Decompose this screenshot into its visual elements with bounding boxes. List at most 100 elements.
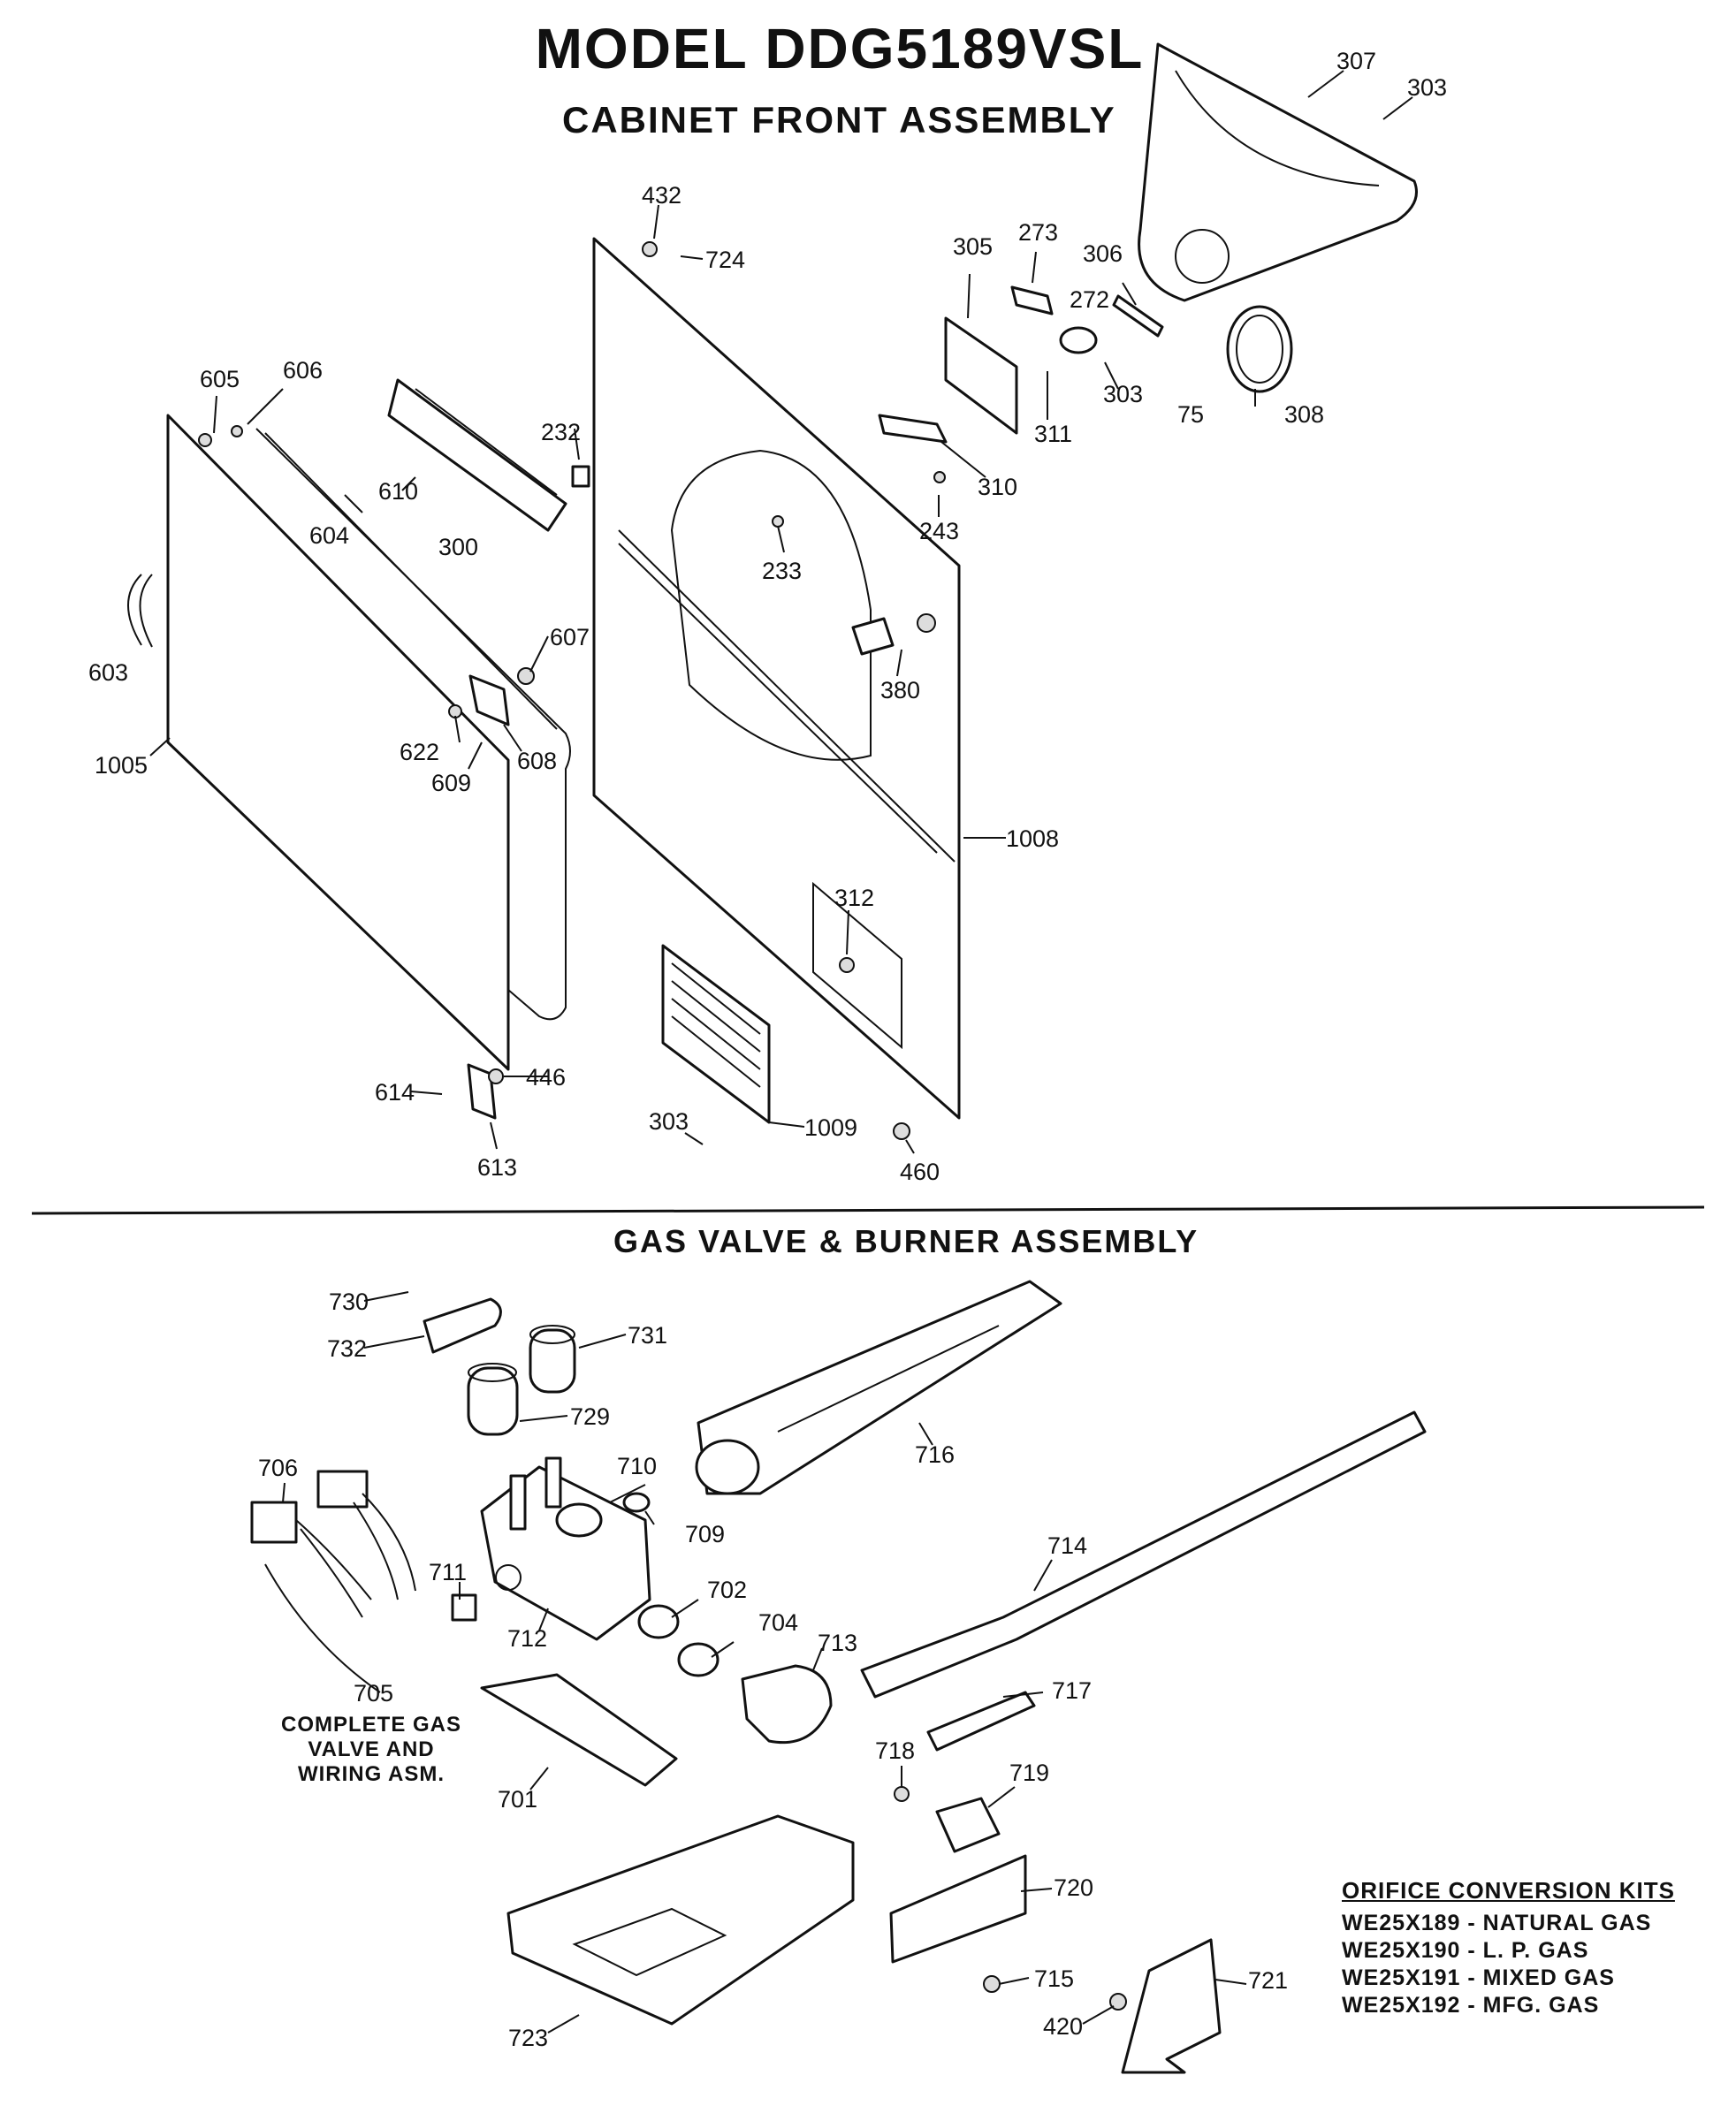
model-title: MODEL DDG5189VSL <box>535 17 1145 80</box>
valve-fittings <box>451 1492 1127 2011</box>
callout-233: 233 <box>762 558 802 584</box>
gas-leader-lines <box>264 1291 1247 2034</box>
gas-valve-title: GAS VALVE & BURNER ASSEMBLY <box>613 1223 1199 1259</box>
burner <box>695 1280 1062 1495</box>
callout-732: 732 <box>327 1335 367 1362</box>
callout-310: 310 <box>978 474 1017 500</box>
kit-item: WE25X189 - NATURAL GAS <box>1342 1911 1652 1935</box>
callout-712: 712 <box>507 1625 547 1652</box>
callout-716: 716 <box>915 1441 955 1468</box>
callout-1008: 1008 <box>1006 825 1059 852</box>
bracket <box>1112 294 1164 338</box>
toe-grille <box>661 944 771 1124</box>
door-switch <box>1010 285 1054 315</box>
callout-717: 717 <box>1052 1677 1092 1704</box>
fasteners <box>198 241 946 1140</box>
door-panel <box>127 414 571 1071</box>
callout-608: 608 <box>517 748 557 774</box>
callout-622: 622 <box>400 739 439 765</box>
callout-273: 273 <box>1018 219 1058 246</box>
callout-312: 312 <box>834 885 874 911</box>
callout-311: 311 <box>1034 421 1072 447</box>
callout-613: 613 <box>477 1154 517 1181</box>
valve-coils <box>467 1325 576 1436</box>
note-line-1: COMPLETE GAS <box>280 1713 461 1737</box>
manifold-pipe <box>860 1410 1427 1699</box>
duct-seal <box>1226 305 1293 393</box>
heat-shield <box>1121 1938 1222 2074</box>
callout-711: 711 <box>429 1559 467 1585</box>
callout-605: 605 <box>200 366 240 392</box>
callout-380: 380 <box>880 677 920 703</box>
callout-303c: 303 <box>649 1108 689 1135</box>
callout-704: 704 <box>758 1609 798 1636</box>
kit-item: WE25X190 - L. P. GAS <box>1342 1938 1589 1963</box>
igniter <box>926 1691 1036 1752</box>
callout-232: 232 <box>541 419 581 445</box>
callout-305: 305 <box>953 233 993 260</box>
callout-723: 723 <box>508 2025 548 2051</box>
cover-plate <box>944 316 1018 435</box>
callout-718: 718 <box>875 1737 915 1764</box>
callout-432: 432 <box>642 182 681 209</box>
callout-715: 715 <box>1034 1965 1074 1992</box>
cabinet-front-title: CABINET FRONT ASSEMBLY <box>562 99 1116 141</box>
air-duct <box>1138 42 1418 302</box>
callout-710: 710 <box>617 1453 657 1479</box>
callout-603: 603 <box>88 659 128 686</box>
callout-714: 714 <box>1047 1532 1087 1559</box>
wiring-harness <box>250 1470 416 1618</box>
light-strip <box>878 414 948 444</box>
burner-base <box>506 1814 855 2026</box>
thermostat <box>1059 326 1098 354</box>
kit-item: WE25X192 - MFG. GAS <box>1342 1993 1600 2018</box>
callout-705: 705 <box>354 1680 393 1707</box>
callout-272: 272 <box>1070 286 1109 313</box>
sensor-bracket <box>889 1854 1027 1964</box>
orifice-kits-title: ORIFICE CONVERSION KITS <box>1342 1877 1675 1904</box>
callout-729: 729 <box>570 1403 610 1430</box>
callout-702: 702 <box>707 1577 747 1603</box>
callout-308: 308 <box>1284 401 1324 428</box>
callout-75: 75 <box>1177 401 1204 428</box>
orifice-kits-box: ORIFICE CONVERSION KITS WE25X189 - NATUR… <box>1342 1877 1704 2019</box>
door-strike <box>468 674 510 726</box>
coil-bracket <box>423 1297 502 1354</box>
note-line-2: VALVE AND <box>308 1737 435 1761</box>
callout-721: 721 <box>1248 1967 1288 1994</box>
callout-609: 609 <box>431 770 471 796</box>
callout-243: 243 <box>919 518 959 544</box>
callout-701: 701 <box>498 1786 537 1813</box>
front-panel <box>592 237 961 1120</box>
callout-607: 607 <box>550 624 590 650</box>
gas-valve <box>480 1456 651 1641</box>
kit-item: WE25X191 - MIXED GAS <box>1342 1965 1615 1990</box>
callout-420: 420 <box>1043 2013 1083 2040</box>
leader-lines <box>149 70 1413 1154</box>
note-line-3: WIRING ASM. <box>297 1762 445 1786</box>
callout-604: 604 <box>309 522 349 549</box>
callout-606: 606 <box>283 357 323 384</box>
callout-460: 460 <box>900 1159 940 1185</box>
callout-724: 724 <box>705 247 745 273</box>
callout-731: 731 <box>628 1322 667 1349</box>
callout-730: 730 <box>329 1289 369 1315</box>
complete-gas-valve-note: COMPLETE GAS VALVE AND WIRING ASM. <box>256 1713 486 1787</box>
flame-sensor <box>935 1797 1001 1853</box>
cabinet-callouts: 307 303 432 724 305 273 306 272 303 75 3… <box>88 48 1447 1185</box>
callout-719: 719 <box>1009 1760 1049 1786</box>
callout-1005: 1005 <box>95 752 148 779</box>
callout-300: 300 <box>438 534 478 560</box>
callout-306: 306 <box>1083 240 1123 267</box>
lint-filter <box>387 378 567 532</box>
section-divider <box>31 1205 1705 1215</box>
callout-614: 614 <box>375 1079 415 1106</box>
callout-706: 706 <box>258 1455 298 1481</box>
valve-bracket <box>480 1673 678 1787</box>
gas-callouts: 730 731 732 729 716 706 710 709 714 711 … <box>258 1289 1288 2051</box>
callout-610: 610 <box>378 478 418 505</box>
callout-303: 303 <box>1407 74 1447 101</box>
callout-303b: 303 <box>1103 381 1143 407</box>
callout-709: 709 <box>685 1521 725 1547</box>
